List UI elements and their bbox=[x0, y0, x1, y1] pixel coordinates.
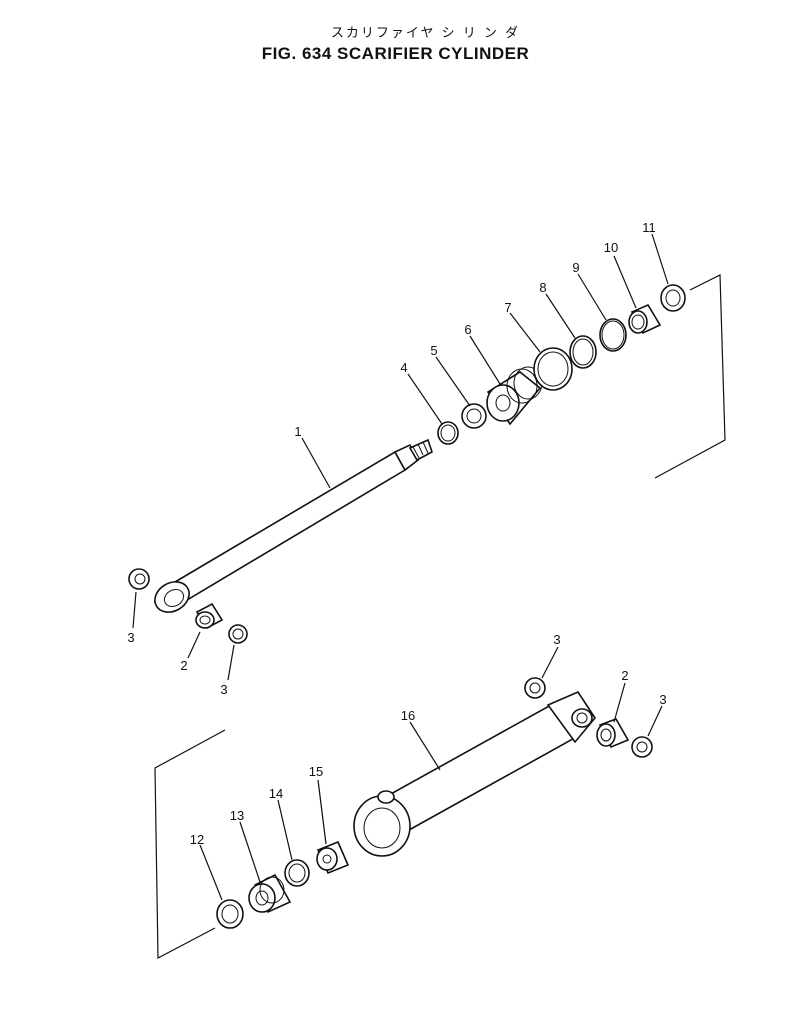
part-seal-8 bbox=[569, 335, 597, 369]
callout-14: 14 bbox=[269, 786, 283, 801]
part-seal-12 bbox=[216, 899, 244, 929]
callout-12: 12 bbox=[190, 832, 204, 847]
callout-6: 6 bbox=[464, 322, 471, 337]
callout-4: 4 bbox=[400, 360, 407, 375]
part-wear-ring-7 bbox=[533, 347, 573, 391]
leader-lines bbox=[132, 233, 669, 901]
part-bushing-lower bbox=[596, 718, 630, 749]
callout-16: 16 bbox=[401, 708, 415, 723]
callout-7: 7 bbox=[504, 300, 511, 315]
callout-13: 13 bbox=[230, 808, 244, 823]
callout-10: 10 bbox=[604, 240, 618, 255]
callout-3-lower-left: 3 bbox=[553, 632, 560, 647]
part-dust-seal-upper-right bbox=[228, 624, 248, 644]
part-cylinder-tube bbox=[353, 690, 596, 857]
callout-3-lower-right: 3 bbox=[659, 692, 666, 707]
part-nut-5 bbox=[461, 403, 487, 429]
callout-8: 8 bbox=[539, 280, 546, 295]
callout-15: 15 bbox=[309, 764, 323, 779]
title-english: FIG. 634 SCARIFIER CYLINDER bbox=[261, 44, 530, 63]
part-dust-seal-lower-right bbox=[631, 736, 653, 758]
part-ring-4 bbox=[437, 421, 459, 445]
part-piston-rod bbox=[154, 438, 433, 613]
part-gland-13 bbox=[248, 873, 292, 914]
part-bushing-10 bbox=[628, 303, 662, 335]
part-ring-14 bbox=[284, 859, 310, 887]
part-dust-seal-lower-left bbox=[524, 677, 546, 699]
part-piston-6 bbox=[486, 366, 543, 426]
part-dust-seal-11 bbox=[660, 284, 686, 312]
callout-9: 9 bbox=[572, 260, 579, 275]
callout-5: 5 bbox=[430, 343, 437, 358]
lower-group-bracket bbox=[154, 729, 226, 959]
title-japanese: スカリファイヤ シ リ ン ダ bbox=[330, 26, 521, 41]
callout-3-upper-left: 3 bbox=[127, 630, 134, 645]
part-bushing-upper bbox=[195, 602, 224, 630]
callout-3-upper-right: 3 bbox=[220, 682, 227, 697]
upper-group-bracket bbox=[654, 274, 726, 479]
part-o-ring-9 bbox=[599, 318, 627, 352]
part-dust-seal-upper-left bbox=[128, 568, 150, 590]
callout-11: 11 bbox=[642, 220, 656, 235]
part-nut-15 bbox=[316, 840, 350, 875]
callout-2-upper: 2 bbox=[180, 658, 187, 673]
callout-1: 1 bbox=[294, 424, 301, 439]
callout-2-lower: 2 bbox=[621, 668, 628, 683]
